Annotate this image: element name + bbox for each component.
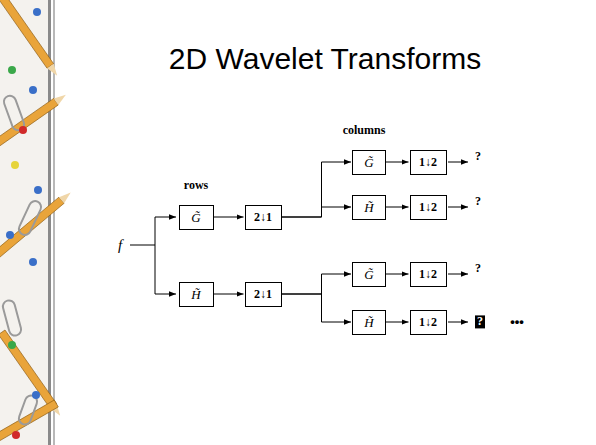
rate-label: 1↓2 xyxy=(419,316,437,328)
downsample-box: 1↓2 xyxy=(410,195,447,220)
signal-arrow xyxy=(214,217,244,218)
slide-title: 2D Wavelet Transforms xyxy=(169,42,481,76)
filter-name: H̃ xyxy=(191,288,200,301)
paperclips xyxy=(2,94,43,426)
output-marker: ? xyxy=(475,150,481,163)
pushpins xyxy=(6,8,42,439)
filter-box: G̃ xyxy=(352,262,386,287)
downsample-box: 2↓1 xyxy=(245,282,282,307)
signal-arrow xyxy=(214,294,244,295)
downsample-box: 2↓1 xyxy=(245,205,282,230)
filter-box: H̃ xyxy=(179,282,214,307)
continuation-mark: ••• xyxy=(510,315,524,329)
filter-box: G̃ xyxy=(352,150,386,175)
output-marker: ? xyxy=(475,195,481,208)
rate-label: 2↓1 xyxy=(254,211,272,223)
pencils xyxy=(0,0,73,445)
input-split-lines xyxy=(130,217,176,294)
output-arrows xyxy=(448,162,468,322)
filter-box: H̃ xyxy=(352,195,386,220)
signal-arrow xyxy=(282,162,352,217)
signal-arrow xyxy=(386,322,409,323)
signal-arrow xyxy=(386,207,409,208)
filter-name: H̃ xyxy=(364,201,373,214)
signal-arrow xyxy=(282,294,352,322)
rate-label: 1↓2 xyxy=(419,268,437,280)
filter-box: G̃ xyxy=(179,205,214,230)
filter-name: G̃ xyxy=(364,268,373,281)
signal-arrow xyxy=(386,274,409,275)
rate-label: 2↓1 xyxy=(254,288,272,300)
stage-label: columns xyxy=(343,124,386,137)
filter-box: H̃ xyxy=(352,310,386,335)
filter-name: G̃ xyxy=(191,211,200,224)
input-signal: f xyxy=(118,237,122,254)
stage-label: rows xyxy=(184,179,208,192)
rate-label: 1↓2 xyxy=(419,201,437,213)
downsample-box: 1↓2 xyxy=(410,310,447,335)
filter-name: G̃ xyxy=(364,156,373,169)
rate-label: 1↓2 xyxy=(419,156,437,168)
signal-arrow xyxy=(282,274,352,294)
filter-name: H̃ xyxy=(364,316,373,329)
signal-arrow xyxy=(282,207,352,217)
signal-arrow xyxy=(386,162,409,163)
downsample-box: 1↓2 xyxy=(410,150,447,175)
downsample-box: 1↓2 xyxy=(410,262,447,287)
output-marker: ? xyxy=(475,262,481,275)
output-marker: ? xyxy=(475,315,485,328)
